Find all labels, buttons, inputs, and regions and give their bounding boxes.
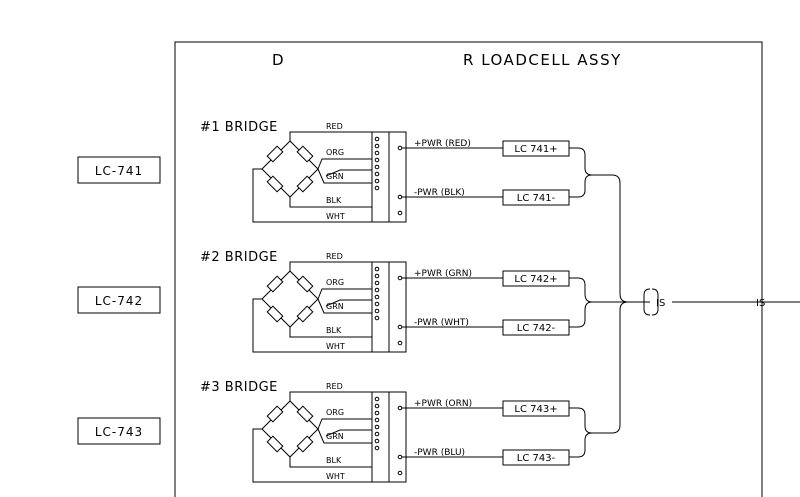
wire-label-grn: GRN: [326, 302, 344, 311]
wheatstone-bridge: [252, 391, 372, 483]
wire-label-wht: WHT: [326, 212, 345, 221]
svg-text:LC 743+: LC 743+: [514, 404, 557, 415]
header-title: R LOADCELL ASSY: [463, 51, 622, 69]
terminal-block: [371, 131, 407, 223]
wire-label-red: RED: [326, 382, 343, 391]
svg-text:LC 741-: LC 741-: [517, 193, 556, 204]
lc-pos-box: LC 742+: [502, 270, 570, 287]
svg-text:LC 742+: LC 742+: [514, 274, 557, 285]
svg-text:LC-742: LC-742: [95, 294, 143, 308]
wire-label-red: RED: [326, 122, 343, 131]
svg-text:LC-741: LC-741: [95, 164, 143, 178]
is-outer-label: IS: [756, 298, 765, 309]
lc-neg-box: LC 742-: [502, 319, 570, 336]
bridge-title: #3 BRIDGE: [200, 380, 278, 395]
is-inner-label: IS: [656, 298, 665, 309]
bridge-title: #1 BRIDGE: [200, 120, 278, 135]
pwr-neg-label: -PWR (BLK): [414, 188, 465, 198]
pwr-pos-label: +PWR (ORN): [414, 399, 472, 409]
wire-label-org: ORG: [326, 408, 344, 417]
pwr-neg-label: -PWR (BLU): [414, 448, 465, 458]
svg-text:LC 742-: LC 742-: [517, 323, 556, 334]
lc-pos-box: LC 741+: [502, 140, 570, 157]
svg-text:LC 743-: LC 743-: [517, 453, 556, 464]
external-label-lc743: LC-743: [77, 417, 161, 445]
svg-text:LC-743: LC-743: [95, 425, 143, 439]
wire-label-grn: GRN: [326, 432, 344, 441]
svg-text:LC 741+: LC 741+: [514, 144, 557, 155]
wire-label-wht: WHT: [326, 342, 345, 351]
external-label-lc742: LC-742: [77, 286, 161, 314]
terminal-block: [371, 391, 407, 483]
wire-label-blk: BLK: [326, 326, 342, 335]
bridge-2: #2 BRIDGE RED ORG GRN BLK WHT: [200, 250, 593, 353]
pwr-pos-label: +PWR (GRN): [414, 269, 472, 279]
assembly-frame: [174, 41, 763, 497]
bridge-title: #2 BRIDGE: [200, 250, 278, 265]
bridge-1: #1 BRIDGE RED ORG GRN BLK WHT: [200, 120, 593, 223]
lc-neg-box: LC 741-: [502, 189, 570, 206]
wire-label-red: RED: [326, 252, 343, 261]
bridge-3: #3 BRIDGE RED ORG GRN BLK WHT: [200, 380, 593, 483]
wire-label-blk: BLK: [326, 456, 342, 465]
lc-pos-box: LC 743+: [502, 400, 570, 417]
wire-label-org: ORG: [326, 278, 344, 287]
external-label-lc741: LC-741: [77, 156, 161, 184]
pwr-pos-label: +PWR (RED): [414, 139, 471, 149]
lc-neg-box: LC 743-: [502, 449, 570, 466]
wire-label-wht: WHT: [326, 472, 345, 481]
shield-bus: [592, 174, 800, 434]
wheatstone-bridge: [252, 131, 372, 223]
wire-label-grn: GRN: [326, 172, 344, 181]
terminal-block: [371, 261, 407, 353]
wheatstone-bridge: [252, 261, 372, 353]
wire-label-org: ORG: [326, 148, 344, 157]
header-left-letter: D: [272, 51, 285, 69]
wire-label-blk: BLK: [326, 196, 342, 205]
pwr-neg-label: -PWR (WHT): [414, 318, 469, 328]
